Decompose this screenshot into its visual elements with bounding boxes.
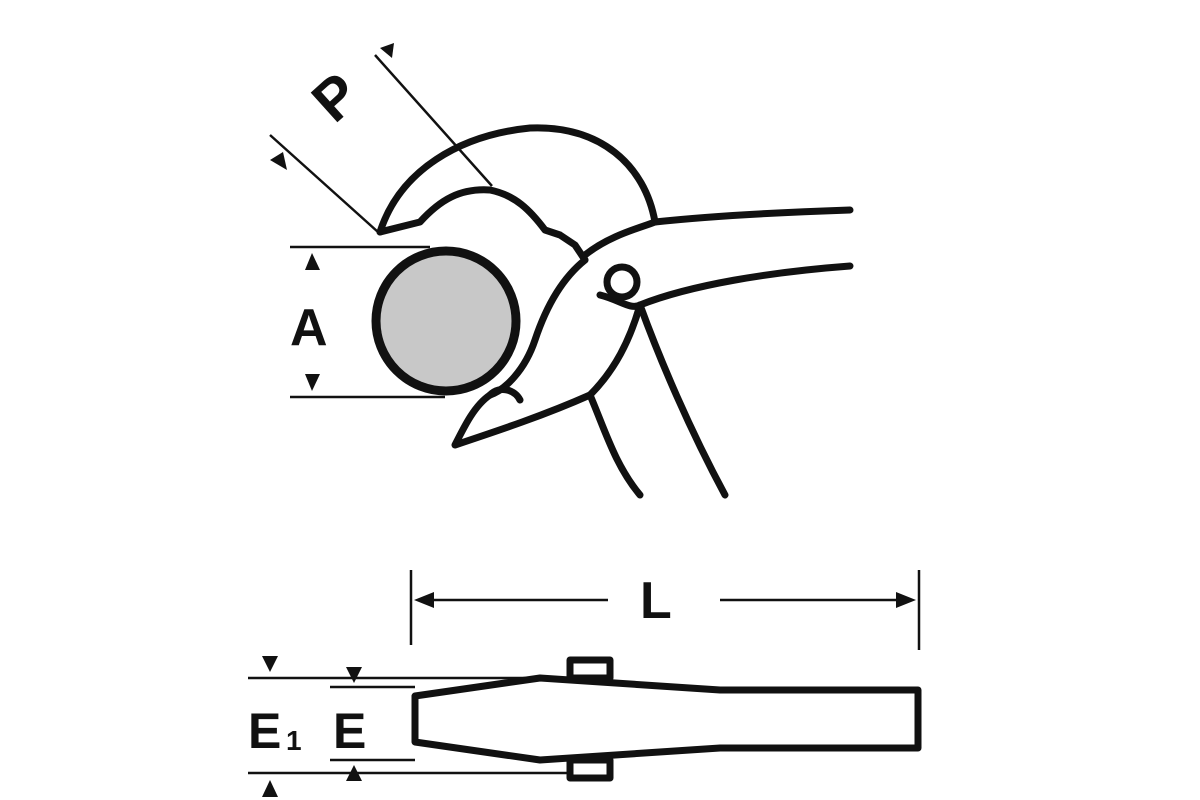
l-arrow-left xyxy=(414,592,434,608)
dimension-a xyxy=(290,245,445,399)
lower-jaw-outline xyxy=(451,256,644,449)
dimension-p xyxy=(269,54,493,233)
l-arrow-right xyxy=(896,592,916,608)
a-arrow-top xyxy=(305,253,320,270)
upper-jaw-outline xyxy=(376,124,659,236)
a-arrow-bottom xyxy=(305,374,320,391)
upper-handle xyxy=(581,206,854,259)
lower-handle-top xyxy=(636,262,854,309)
dimension-l xyxy=(409,570,921,650)
round-workpiece xyxy=(371,246,521,396)
label-a: A xyxy=(290,299,328,357)
p-arrow-upper xyxy=(380,43,394,58)
upper-jaw-inner-edge xyxy=(376,186,589,264)
e-arrow-bottom xyxy=(346,765,362,781)
pivot-rivet xyxy=(603,263,641,301)
upper-handle-inner xyxy=(596,291,644,310)
lower-handle-inner-1 xyxy=(586,391,644,499)
p-extension-line-1 xyxy=(269,134,379,233)
dimension-e-lines xyxy=(248,676,570,775)
tool-top-profile xyxy=(411,656,922,782)
label-e: E xyxy=(333,703,366,759)
label-l: L xyxy=(640,572,672,630)
label-e1: E xyxy=(248,703,281,759)
label-p: P xyxy=(300,60,372,134)
label-e1-subscript: 1 xyxy=(286,725,302,756)
tool-profile-outline xyxy=(411,674,922,764)
lower-jaw-tooth xyxy=(486,386,524,404)
pliers-side-view xyxy=(376,124,854,499)
p-arrow-lower xyxy=(270,152,287,170)
p-extension-line-2 xyxy=(374,54,493,187)
lower-handle-inner-2 xyxy=(636,301,729,499)
e-arrow-top xyxy=(346,667,362,683)
rivet-top xyxy=(566,656,614,682)
e1-arrow-bottom xyxy=(262,780,278,797)
rivet-bottom xyxy=(566,756,614,782)
e1-arrow-top xyxy=(262,656,278,672)
